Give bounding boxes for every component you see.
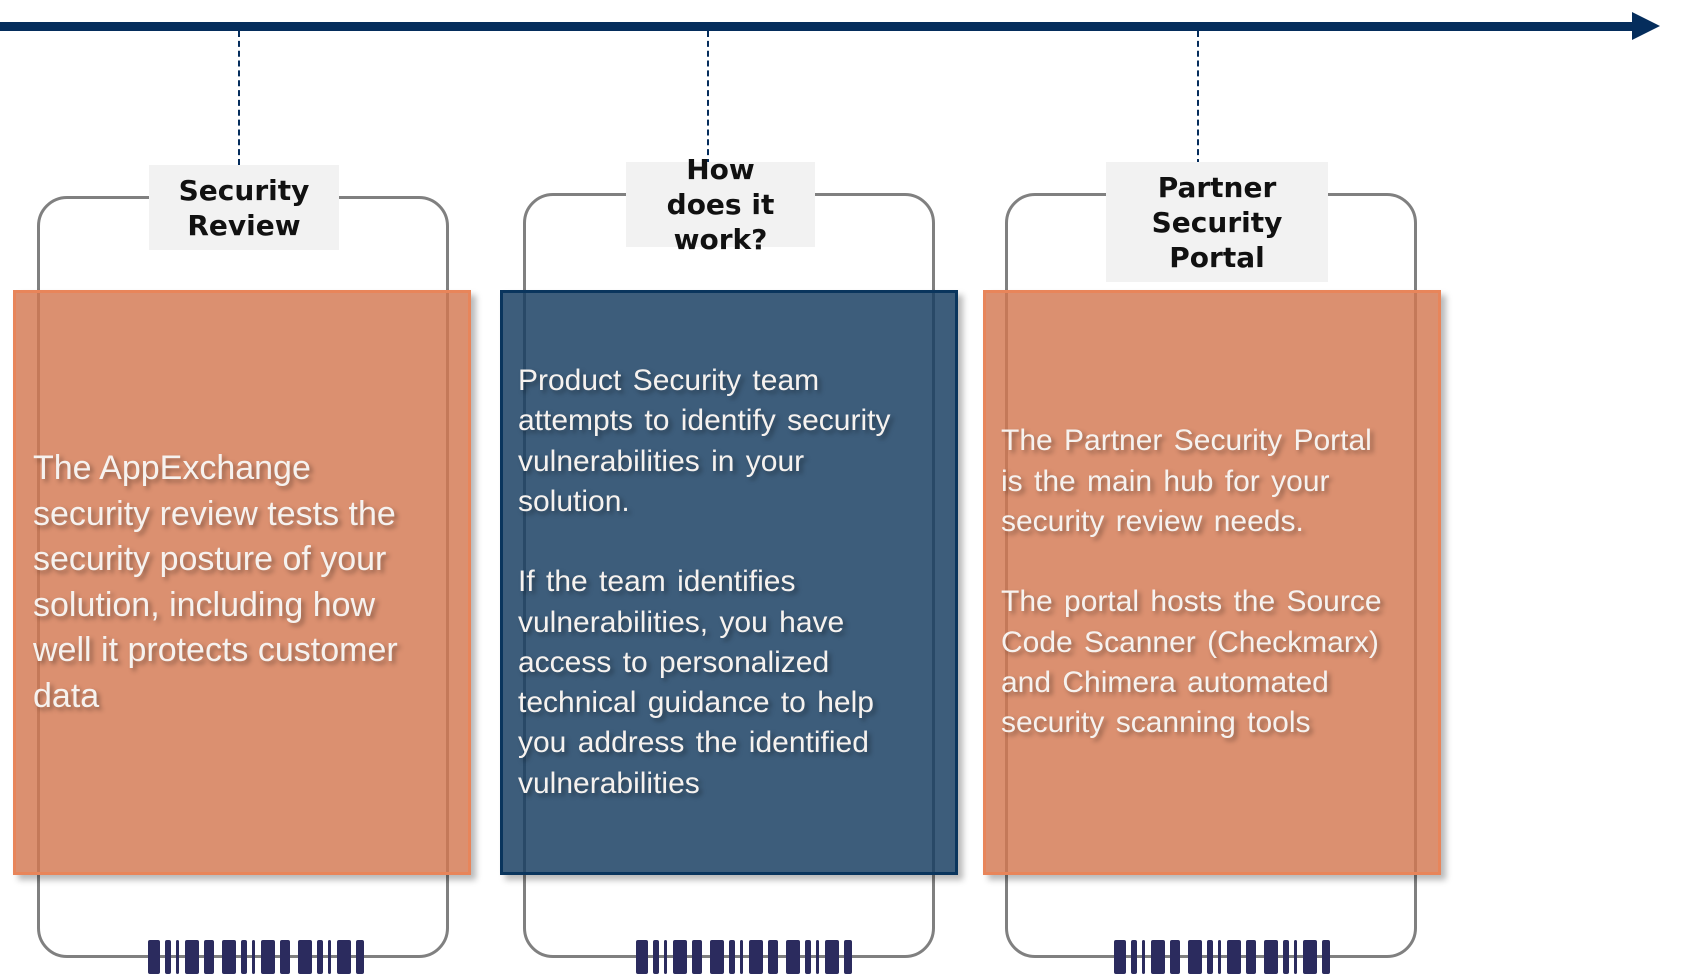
barcode-icon bbox=[636, 940, 852, 974]
barcode-bar bbox=[844, 940, 852, 974]
barcode-bar bbox=[740, 940, 743, 974]
barcode-bar bbox=[176, 940, 179, 974]
barcode-bar bbox=[825, 940, 839, 974]
barcode-bar bbox=[165, 940, 171, 974]
barcode-bar bbox=[1188, 940, 1202, 974]
barcode-bar bbox=[1283, 940, 1289, 974]
barcode-bar bbox=[673, 940, 687, 974]
barcode-bar bbox=[317, 940, 323, 974]
stage-title-text: How does it work? bbox=[666, 153, 775, 256]
barcode-bar bbox=[710, 940, 724, 974]
barcode-bar bbox=[749, 940, 763, 974]
barcode-bar bbox=[148, 940, 160, 974]
arrow-right-icon bbox=[1632, 12, 1660, 40]
barcode-bar bbox=[1151, 940, 1165, 974]
card-paragraph: The portal hosts the Source Code Scanner… bbox=[1001, 585, 1382, 740]
barcode-bar bbox=[252, 940, 255, 974]
barcode-icon bbox=[1114, 940, 1330, 974]
barcode-bar bbox=[1131, 940, 1137, 974]
barcode-bar bbox=[185, 940, 199, 974]
barcode-bar bbox=[786, 940, 800, 974]
barcode-bar bbox=[729, 940, 735, 974]
barcode-bar bbox=[1246, 940, 1256, 974]
barcode-bar bbox=[298, 940, 312, 974]
barcode-bar bbox=[1322, 940, 1330, 974]
barcode-bar bbox=[1218, 940, 1221, 974]
connector-security-review bbox=[238, 31, 240, 165]
timeline-line bbox=[0, 22, 1640, 31]
card-paragraph: If the team identifies vulnerabilities, … bbox=[518, 565, 874, 800]
barcode-icon bbox=[148, 940, 364, 974]
barcode-bar bbox=[816, 940, 819, 974]
stage-card-security-review: The AppExchange security review tests th… bbox=[13, 290, 471, 875]
card-paragraph: The Partner Security Portal is the main … bbox=[1001, 424, 1372, 539]
barcode-bar bbox=[280, 940, 290, 974]
barcode-bar bbox=[653, 940, 659, 974]
card-paragraph: The AppExchange security review tests th… bbox=[33, 449, 398, 715]
card-paragraph: Product Security team attempts to identi… bbox=[518, 364, 891, 518]
barcode-bar bbox=[261, 940, 275, 974]
stage-title-how-it-works: How does it work? bbox=[626, 153, 815, 256]
barcode-bar bbox=[241, 940, 247, 974]
barcode-bar bbox=[636, 940, 648, 974]
barcode-bar bbox=[1170, 940, 1180, 974]
barcode-bar bbox=[337, 940, 351, 974]
barcode-bar bbox=[204, 940, 214, 974]
stage-title-text: Partner Security Portal bbox=[1151, 170, 1283, 274]
barcode-bar bbox=[664, 940, 667, 974]
barcode-bar bbox=[222, 940, 236, 974]
stage-title-security-review: Security Review bbox=[149, 165, 339, 250]
barcode-bar bbox=[692, 940, 702, 974]
barcode-bar bbox=[1207, 940, 1213, 974]
barcode-bar bbox=[356, 940, 364, 974]
stage-card-partner-portal: The Partner Security Portal is the main … bbox=[983, 290, 1441, 875]
stage-title-partner-portal: Partner Security Portal bbox=[1106, 162, 1328, 282]
barcode-bar bbox=[328, 940, 331, 974]
barcode-bar bbox=[1114, 940, 1126, 974]
stage-card-how-it-works: Product Security team attempts to identi… bbox=[500, 290, 958, 875]
barcode-bar bbox=[1142, 940, 1145, 974]
connector-partner-portal bbox=[1197, 31, 1199, 165]
barcode-bar bbox=[768, 940, 778, 974]
barcode-bar bbox=[805, 940, 811, 974]
connector-how-it-works bbox=[707, 31, 709, 165]
barcode-bar bbox=[1303, 940, 1317, 974]
barcode-bar bbox=[1227, 940, 1241, 974]
barcode-bar bbox=[1294, 940, 1297, 974]
stage-title-text: Security Review bbox=[178, 173, 310, 242]
barcode-bar bbox=[1264, 940, 1278, 974]
